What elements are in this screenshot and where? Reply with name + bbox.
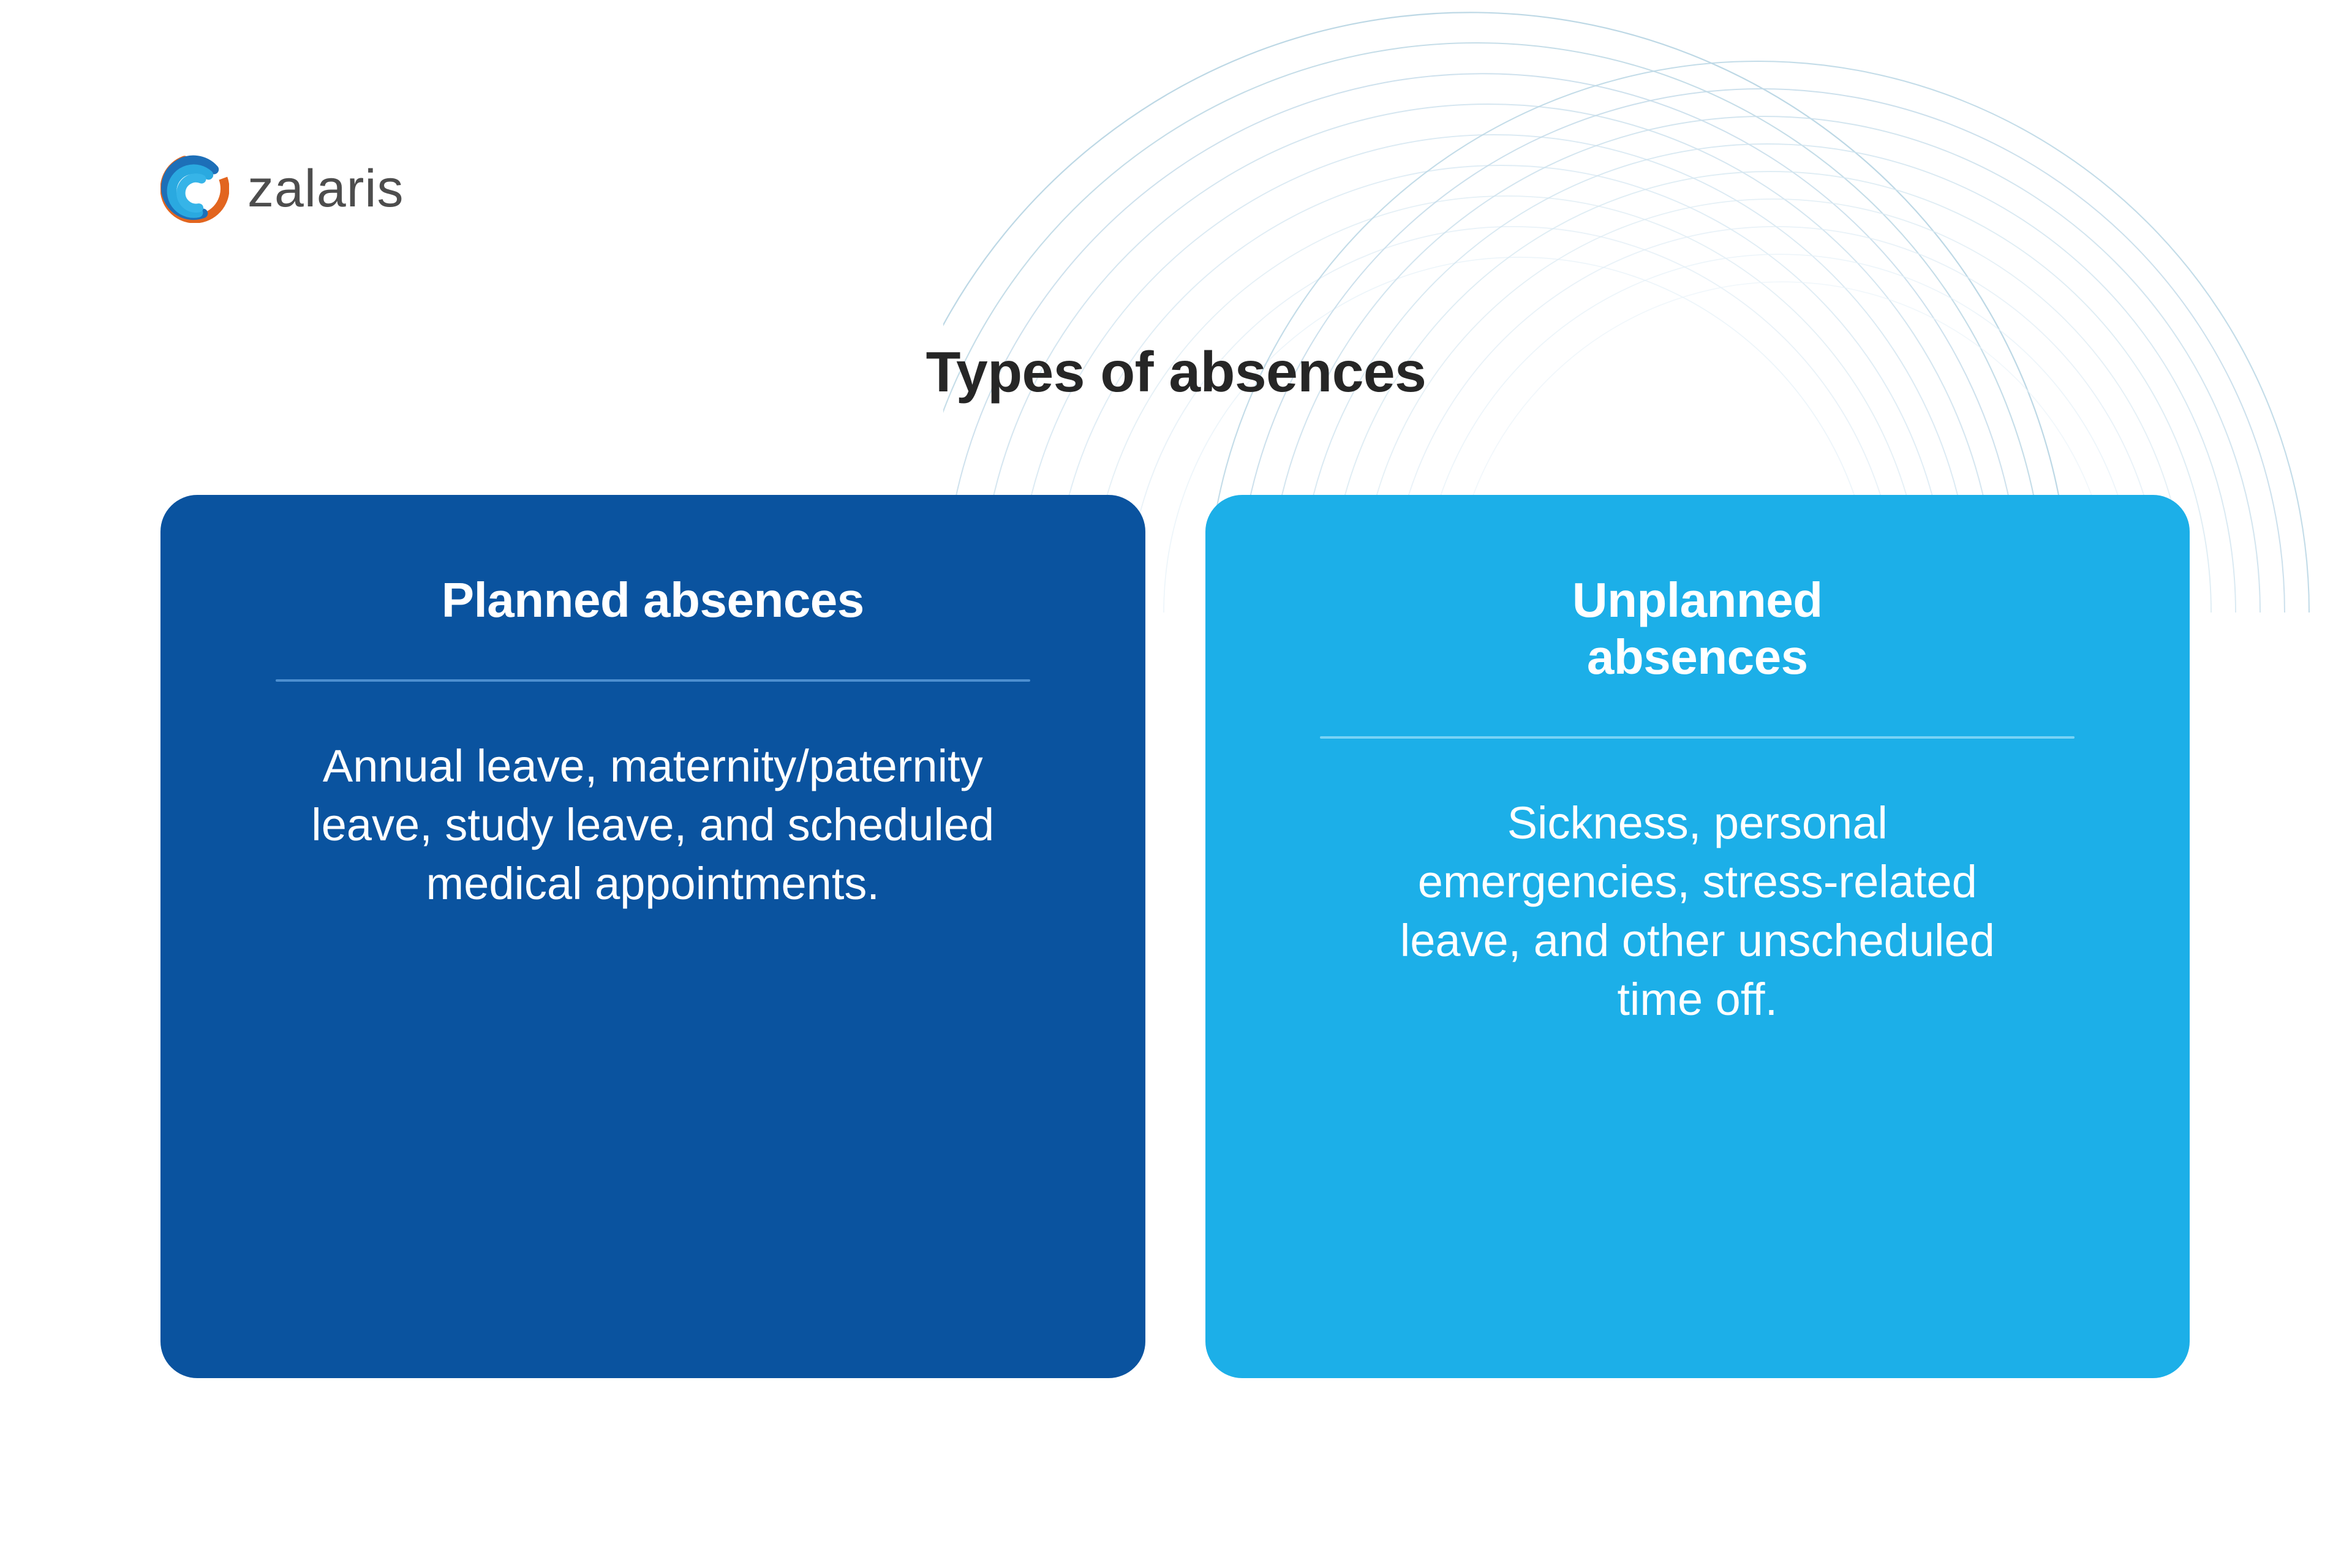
card-planned-absences: Planned absences Annual leave, maternity… <box>160 495 1145 1378</box>
absence-type-cards: Planned absences Annual leave, maternity… <box>160 495 2190 1378</box>
card-planned-heading: Planned absences <box>441 573 865 627</box>
card-unplanned-absences: Unplanned absences Sickness, personal em… <box>1205 495 2190 1378</box>
zalaris-spiral-logo-icon <box>160 154 229 223</box>
card-unplanned-divider <box>1320 736 2075 739</box>
card-unplanned-body: Sickness, personal emergencies, stress-r… <box>1400 797 1995 1025</box>
page-title: Types of absences <box>925 340 1427 404</box>
brand-wordmark: zalaris <box>247 159 404 218</box>
brand-logo: zalaris <box>160 154 404 223</box>
card-unplanned-heading: Unplanned absences <box>1572 573 1823 684</box>
card-planned-body: Annual leave, maternity/paternity leave,… <box>311 740 995 910</box>
card-planned-divider <box>275 679 1030 682</box>
